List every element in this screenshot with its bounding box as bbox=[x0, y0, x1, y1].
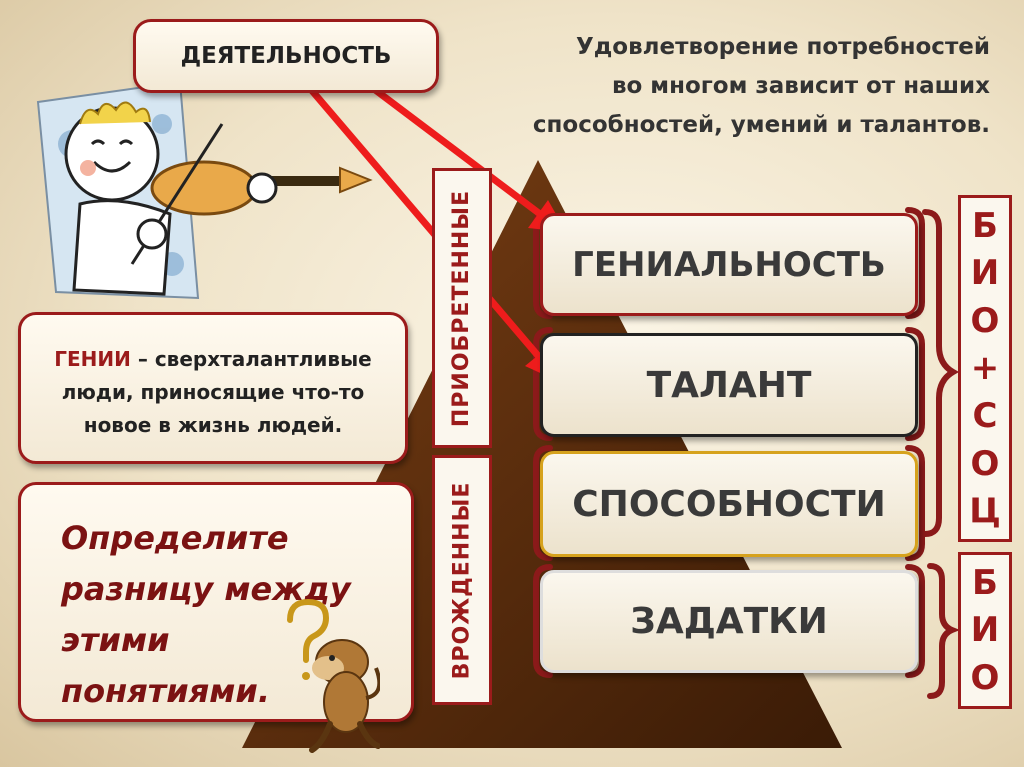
intro-line: Удовлетворение потребностей bbox=[470, 28, 990, 67]
side-letter: О bbox=[971, 447, 1000, 481]
level-abilities: СПОСОБНОСТИ bbox=[540, 451, 918, 557]
side-letter: Б bbox=[972, 209, 998, 243]
genii-term: ГЕНИИ bbox=[54, 347, 131, 371]
side-letter: О bbox=[971, 661, 1000, 695]
genii-definition-box: ГЕНИИ – сверхталантливые люди, приносящи… bbox=[18, 312, 408, 464]
side-letter: О bbox=[971, 304, 1000, 338]
monkey-thinker-illustration bbox=[270, 598, 380, 758]
intro-line: во многом зависит от наших bbox=[470, 67, 990, 106]
acquired-label: ПРИОБРЕТЕННЫЕ bbox=[450, 189, 475, 426]
level-genius: ГЕНИАЛЬНОСТЬ bbox=[540, 213, 918, 316]
intro-line: способностей, умений и талантов. bbox=[470, 106, 990, 145]
side-letter: С bbox=[973, 399, 998, 433]
bio-column: Б И О bbox=[958, 552, 1012, 709]
task-line: Определите bbox=[61, 513, 371, 564]
side-letter: + bbox=[971, 351, 1000, 385]
activity-label-box: ДЕЯТЕЛЬНОСТЬ bbox=[133, 19, 439, 93]
side-letter: И bbox=[971, 256, 999, 290]
violinist-illustration bbox=[22, 64, 382, 304]
curly-braces bbox=[925, 212, 953, 696]
bio-soc-column: Б И О + С О Ц bbox=[958, 195, 1012, 542]
activity-label: ДЕЯТЕЛЬНОСТЬ bbox=[181, 43, 392, 69]
side-letter: Ц bbox=[969, 494, 1001, 528]
innate-label-box: ВРОЖДЕННЫЕ bbox=[432, 455, 492, 705]
level-inclinations: ЗАДАТКИ bbox=[540, 570, 918, 673]
level-talent: ТАЛАНТ bbox=[540, 333, 918, 437]
intro-text: Удовлетворение потребностей во многом за… bbox=[470, 28, 990, 145]
innate-label: ВРОЖДЕННЫЕ bbox=[450, 481, 475, 679]
side-letter: Б bbox=[972, 566, 998, 600]
side-letter: И bbox=[971, 613, 999, 647]
acquired-label-box: ПРИОБРЕТЕННЫЕ bbox=[432, 168, 492, 448]
